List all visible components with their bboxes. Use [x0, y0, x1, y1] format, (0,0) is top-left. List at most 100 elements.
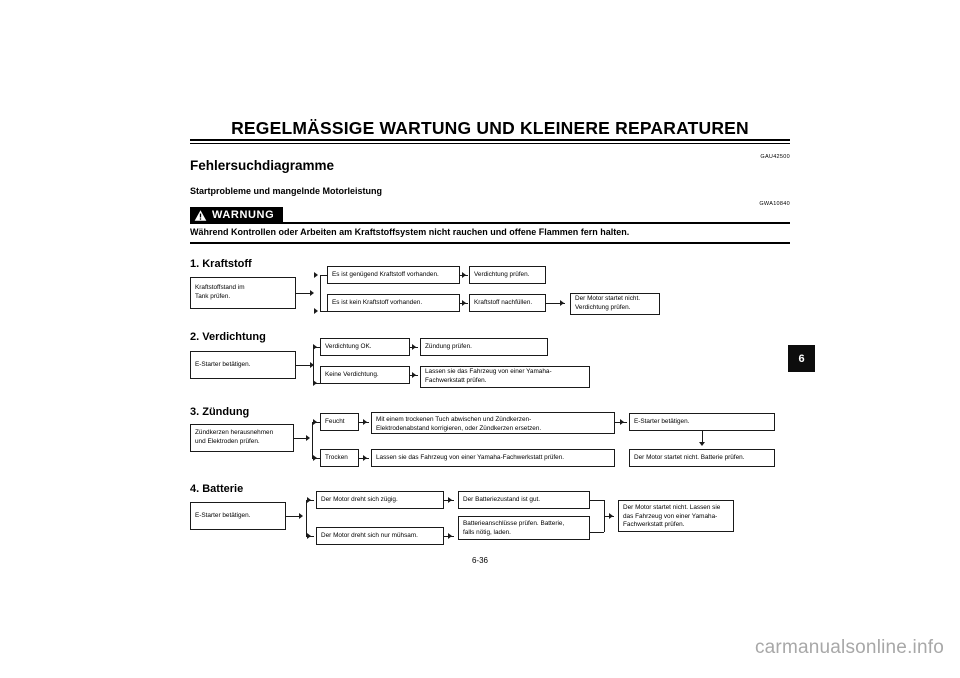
flow-text: Verdichtung prüfen. — [474, 270, 530, 278]
flow-text-line: Tank prüfen. — [195, 293, 231, 300]
flow-text: Trocken — [325, 453, 348, 461]
section-title-verdichtung: 2. Verdichtung — [190, 331, 266, 343]
flow-text-line: Kraftstoffstand im — [195, 284, 245, 292]
connector-arrow — [412, 344, 416, 350]
flow-text: Keine Verdichtung. — [325, 370, 379, 378]
connector-arrow — [560, 300, 564, 306]
header-rule-bottom — [190, 143, 790, 144]
connector — [296, 365, 310, 366]
flow-text-line: Fachwerkstatt prüfen. — [425, 377, 487, 384]
connector — [294, 438, 308, 439]
flow-text: Verdichtung OK. — [325, 342, 372, 350]
reference-code-section: GAU42500 — [760, 154, 790, 160]
flow-box-branch-top-1: Es ist genügend Kraftstoff vorhanden. — [327, 266, 460, 284]
flow-text-line: Der Motor startet nicht. — [575, 295, 640, 303]
page-title: REGELMÄSSIGE WARTUNG UND KLEINERE REPARA… — [231, 118, 749, 138]
flow-text-line: Der Motor startet nicht. Lassen sie — [623, 504, 721, 511]
flow-text: Es ist kein Kraftstoff vorhanden. — [332, 298, 423, 306]
sub-heading: Startprobleme und mangelnde Motorleistun… — [190, 186, 383, 196]
flow-box-final-1: Der Motor startet nicht. Verdichtung prü… — [570, 293, 660, 315]
chapter-tab-marker: 6 — [788, 345, 815, 372]
warning-text: Während Kontrollen oder Arbeiten am Kraf… — [190, 227, 630, 237]
connector-arrow — [307, 533, 311, 539]
flow-text: Zündung prüfen. — [425, 342, 472, 350]
connector-arrow — [462, 272, 466, 278]
flow-text: E-Starter betätigen. — [195, 360, 251, 368]
flow-box-result-bottom-3: Lassen sie das Fahrzeug von einer Yamaha… — [371, 449, 615, 467]
flow-text: Kraftstoff nachfüllen. — [474, 298, 533, 306]
connector-arrow — [313, 455, 317, 461]
section-title-kraftstoff: 1. Kraftstoff — [190, 258, 252, 270]
flow-box-branch-top-2: Verdichtung OK. — [320, 338, 410, 356]
flow-box-result-top-1: Verdichtung prüfen. — [469, 266, 546, 284]
flow-box-branch-top-4: Der Motor dreht sich zügig. — [316, 491, 444, 509]
flow-text-line: Verdichtung prüfen. — [575, 304, 631, 311]
flow-text-line: und Elektroden prüfen. — [195, 438, 260, 445]
flow-text-line: Elektrodenabstand korrigieren, oder Zünd… — [376, 424, 542, 432]
warning-rule — [278, 222, 790, 224]
connector-arrow — [310, 290, 314, 296]
connector-arrow — [299, 513, 303, 519]
flow-box-result-bottom-1: Kraftstoff nachfüllen. — [469, 294, 546, 312]
flow-text: Es ist genügend Kraftstoff vorhanden. — [332, 270, 439, 278]
connector — [320, 311, 328, 312]
flow-text-line: Batterieanschlüsse prüfen. Batterie, — [463, 520, 565, 527]
flow-text-line: Zündkerzen herausnehmen — [195, 429, 274, 437]
flow-box-final-bottom-3: Der Motor startet nicht. Batterie prüfen… — [629, 449, 775, 467]
connector — [306, 500, 307, 536]
watermark: carmanualsonline.info — [754, 637, 944, 658]
section-title-batterie: 4. Batterie — [190, 483, 244, 495]
flow-box-start-4: E-Starter betätigen. — [190, 502, 286, 530]
flow-text-line: Fachwerkstatt prüfen. — [623, 521, 685, 529]
connector — [313, 383, 321, 384]
flow-box-result-top-2: Zündung prüfen. — [420, 338, 548, 356]
connector — [590, 500, 604, 501]
connector-arrow — [306, 435, 310, 441]
flow-box-final-4: Der Motor startet nicht. Lassen sie das … — [618, 500, 734, 532]
flow-box-start-1: Kraftstoffstand im Tank prüfen. — [190, 277, 296, 309]
connector — [320, 275, 321, 311]
flow-box-start-3: Zündkerzen herausnehmen und Elektroden p… — [190, 424, 294, 452]
flow-text: Der Motor dreht sich nur mühsam. — [321, 531, 418, 539]
warning-triangle-icon — [194, 210, 207, 221]
connector-arrow — [310, 362, 314, 368]
connector-arrow — [313, 380, 317, 386]
connector-arrow — [609, 513, 613, 519]
connector-arrow — [314, 308, 318, 314]
flow-text: Der Motor dreht sich zügig. — [321, 495, 398, 503]
connector-arrow — [462, 300, 466, 306]
flow-text-line: Mit einem trockenen Tuch abwischen und Z… — [376, 416, 532, 423]
connector — [296, 293, 310, 294]
connector-arrow — [412, 372, 416, 378]
connector — [590, 532, 604, 533]
flow-text: Der Motor startet nicht. Batterie prüfen… — [634, 453, 745, 461]
flow-box-branch-top-3: Feucht — [320, 413, 359, 431]
connector — [286, 516, 300, 517]
connector — [702, 431, 703, 443]
flow-box-branch-bottom-3: Trocken — [320, 449, 359, 467]
connector — [313, 347, 321, 348]
connector — [320, 275, 328, 276]
connector-arrow — [363, 419, 367, 425]
flow-box-final-top-3: E-Starter betätigen. — [629, 413, 775, 431]
flow-text: Feucht — [325, 417, 345, 425]
connector-arrow-down — [699, 442, 705, 446]
flow-text-line: das Fahrzeug von einer Yamaha- — [623, 512, 718, 520]
reference-code-warning: GWA10840 — [759, 201, 790, 207]
connector-arrow — [313, 344, 317, 350]
page-number: 6-36 — [471, 556, 488, 565]
flow-box-start-2: E-Starter betätigen. — [190, 351, 296, 379]
connector-arrow — [448, 497, 452, 503]
connector-arrow — [620, 419, 624, 425]
flow-box-result-bottom-2: Lassen sie das Fahrzeug von einer Yamaha… — [420, 366, 590, 388]
connector-arrow — [313, 419, 317, 425]
connector-arrow — [363, 455, 367, 461]
flow-box-branch-bottom-1: Es ist kein Kraftstoff vorhanden. — [327, 294, 460, 312]
flow-box-result-top-3: Mit einem trockenen Tuch abwischen und Z… — [371, 412, 615, 434]
warning-bottom-rule — [190, 242, 790, 244]
connector-arrow — [448, 533, 452, 539]
warning-badge: WARNUNG — [190, 207, 284, 224]
connector — [313, 347, 314, 383]
flow-text: E-Starter betätigen. — [195, 511, 251, 519]
connector — [546, 303, 565, 304]
